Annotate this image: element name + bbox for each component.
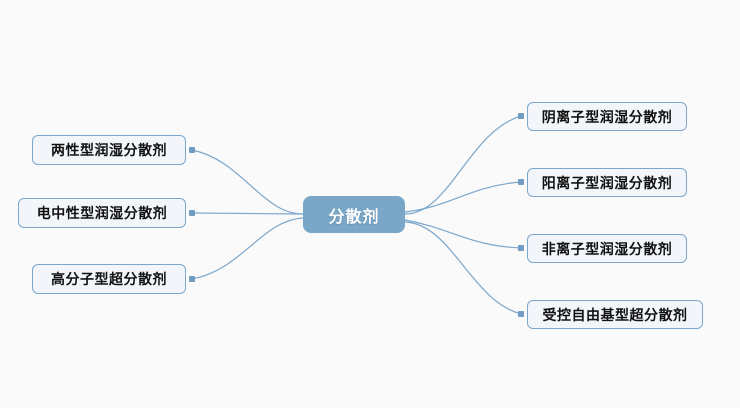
node-left-2[interactable]: 电中性型润湿分散剂 [18, 198, 186, 228]
node-right-4-label: 受控自由基型超分散剂 [542, 307, 688, 324]
connector-dot-left-3 [189, 276, 195, 282]
connector-left-2 [191, 212, 304, 215]
connector-dot-right-3 [518, 245, 524, 251]
node-right-2-label: 阳离子型润湿分散剂 [541, 175, 673, 192]
connector-dot-right-4 [518, 311, 524, 317]
node-right-1[interactable]: 阴离子型润湿分散剂 [527, 102, 687, 131]
node-left-2-label: 电中性型润湿分散剂 [36, 206, 168, 222]
node-left-1-label: 两性型润湿分散剂 [51, 143, 167, 159]
node-left-3[interactable]: 高分子型超分散剂 [32, 264, 186, 294]
node-right-4[interactable]: 受控自由基型超分散剂 [527, 300, 703, 329]
connector-left-1 [191, 149, 304, 215]
node-right-2[interactable]: 阳离子型润湿分散剂 [527, 168, 687, 197]
connector-right-2 [404, 181, 522, 213]
connector-dot-left-1 [189, 147, 195, 153]
node-right-3-label: 非离子型润湿分散剂 [541, 241, 673, 258]
root-node-label: 分散剂 [328, 206, 380, 226]
node-left-3-label: 高分子型超分散剂 [51, 272, 167, 288]
connector-left-3 [191, 217, 304, 280]
connector-dot-right-1 [518, 113, 524, 119]
connector-right-4 [404, 221, 522, 315]
connector-dot-left-2 [189, 210, 195, 216]
connector-dot-right-2 [518, 179, 524, 185]
connector-right-1 [404, 115, 522, 215]
connector-right-3 [404, 219, 522, 249]
node-right-1-label: 阴离子型润湿分散剂 [541, 109, 673, 126]
node-right-3[interactable]: 非离子型润湿分散剂 [527, 234, 687, 263]
root-node[interactable]: 分散剂 [303, 196, 405, 233]
node-left-1[interactable]: 两性型润湿分散剂 [32, 135, 186, 165]
